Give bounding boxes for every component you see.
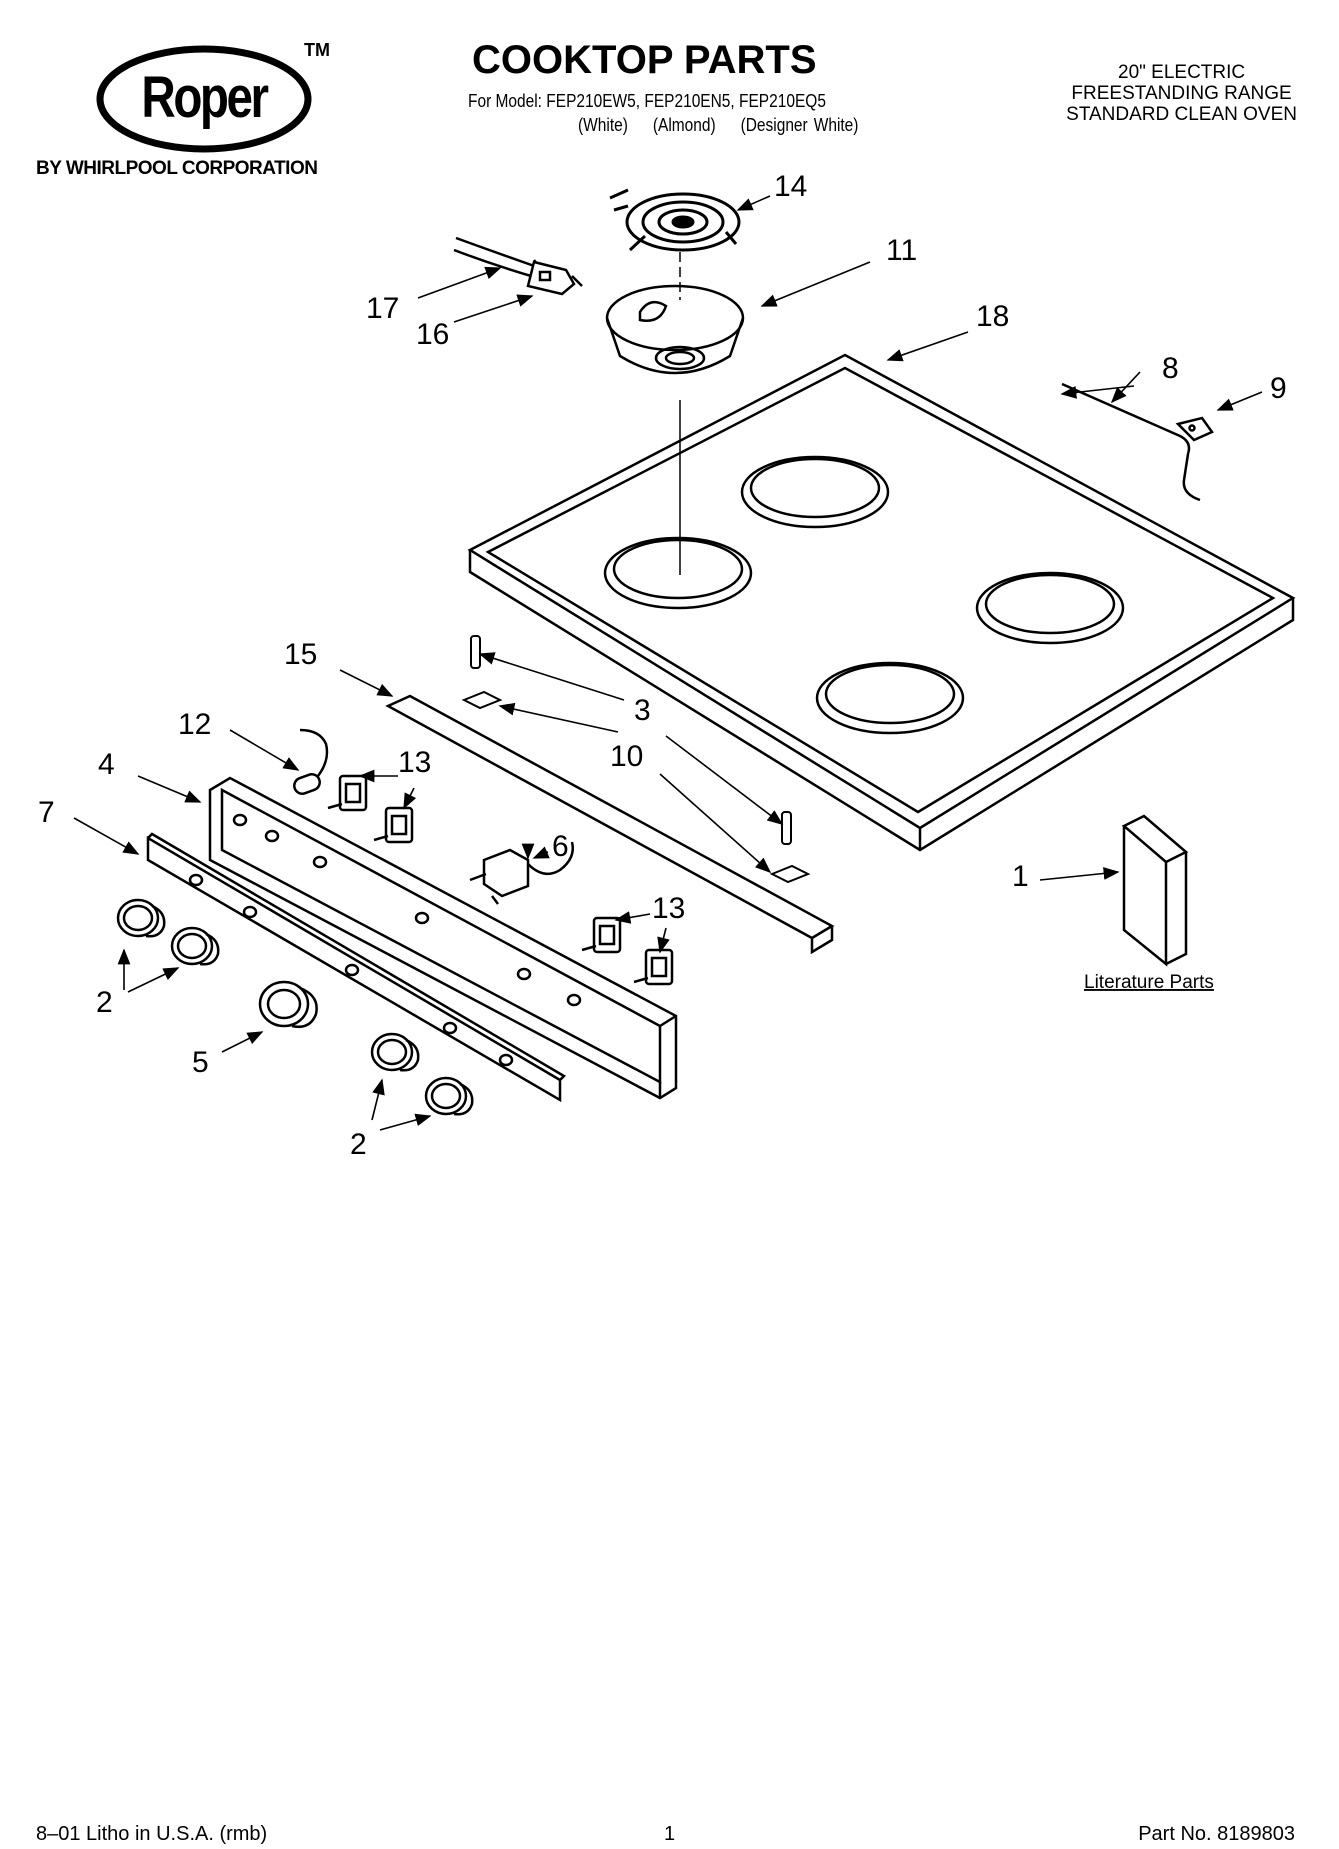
callout-1: 1 xyxy=(1012,860,1029,893)
callout-6: 6 xyxy=(552,830,569,863)
model-numbers: For Model: FEP210EW5, FEP210EN5, FEP210E… xyxy=(468,91,826,111)
variant-white: (White) xyxy=(578,115,628,135)
knob-part-5 xyxy=(258,980,318,1028)
callout-14: 14 xyxy=(774,170,807,203)
product-line-3: STANDARD CLEAN OVEN xyxy=(1066,104,1297,125)
callout-10: 10 xyxy=(610,740,643,773)
callout-9: 9 xyxy=(1270,372,1287,405)
drip-bowl-part-11 xyxy=(605,284,745,375)
callout-12: 12 xyxy=(178,708,211,741)
callout-2-bottom: 2 xyxy=(350,1128,367,1161)
callout-13-lower: 13 xyxy=(652,892,685,925)
model-variants: (White) (Almond) (Designer White) xyxy=(578,115,877,136)
trademark-mark: TM xyxy=(304,40,330,60)
callout-13-upper: 13 xyxy=(398,746,431,779)
literature-part-1 xyxy=(1121,814,1189,967)
print-info: 8–01 Litho in U.S.A. (rmb) xyxy=(36,1823,268,1845)
indicator-light-part-12 xyxy=(293,728,329,795)
product-description: 20" ELECTRIC FREESTANDING RANGE STANDARD… xyxy=(1066,62,1297,125)
rod-part-8 xyxy=(1061,382,1201,502)
control-panel-part-4 xyxy=(208,776,678,1100)
variant-designer-white: (Designer White) xyxy=(740,115,859,135)
callout-7: 7 xyxy=(38,796,55,829)
callout-8: 8 xyxy=(1162,352,1179,385)
variant-almond: (Almond) xyxy=(652,115,716,135)
callout-5: 5 xyxy=(192,1046,209,1079)
page-title: COOKTOP PARTS xyxy=(472,38,817,82)
clip-part-9 xyxy=(1175,416,1214,442)
callout-11: 11 xyxy=(886,234,917,267)
roper-logo: Roper TM BY WHIRLPOOL CORPORATION xyxy=(36,40,366,190)
cooktop-part-18 xyxy=(467,353,1296,852)
switch-part-13 xyxy=(327,774,674,986)
part-number: Part No. 8189803 xyxy=(1138,1823,1295,1845)
knob-part-2 xyxy=(116,898,474,1116)
grommet-part-10 xyxy=(461,690,811,884)
literature-parts-label: Literature Parts xyxy=(1084,972,1214,993)
surface-element-part-14 xyxy=(609,188,741,252)
logo-wordmark: Roper xyxy=(141,65,269,130)
callout-2-left: 2 xyxy=(96,986,113,1019)
pin-part-3 xyxy=(470,635,792,845)
trim-strip-part-15 xyxy=(385,694,835,955)
leader-arrows xyxy=(73,195,1263,1131)
product-line-1: 20" ELECTRIC xyxy=(1118,62,1246,83)
terminal-block-part-16 xyxy=(453,236,583,296)
logo-oval xyxy=(96,45,312,153)
exploded-parts-diagram: 14 11 18 8 9 17 16 15 3 10 12 4 7 13 6 1… xyxy=(38,170,1296,1161)
product-line-2: FREESTANDING RANGE xyxy=(1071,83,1292,104)
callout-3: 3 xyxy=(634,694,651,727)
brand-subtitle: BY WHIRLPOOL CORPORATION xyxy=(36,158,318,179)
callout-17: 17 xyxy=(366,292,399,325)
callout-4: 4 xyxy=(98,748,115,781)
callout-18: 18 xyxy=(976,300,1009,333)
overlay-part-7 xyxy=(146,832,567,1103)
callout-16: 16 xyxy=(416,318,449,351)
infinite-switch-part-6 xyxy=(469,841,574,905)
page-number: 1 xyxy=(664,1823,676,1845)
callout-15: 15 xyxy=(284,638,317,671)
